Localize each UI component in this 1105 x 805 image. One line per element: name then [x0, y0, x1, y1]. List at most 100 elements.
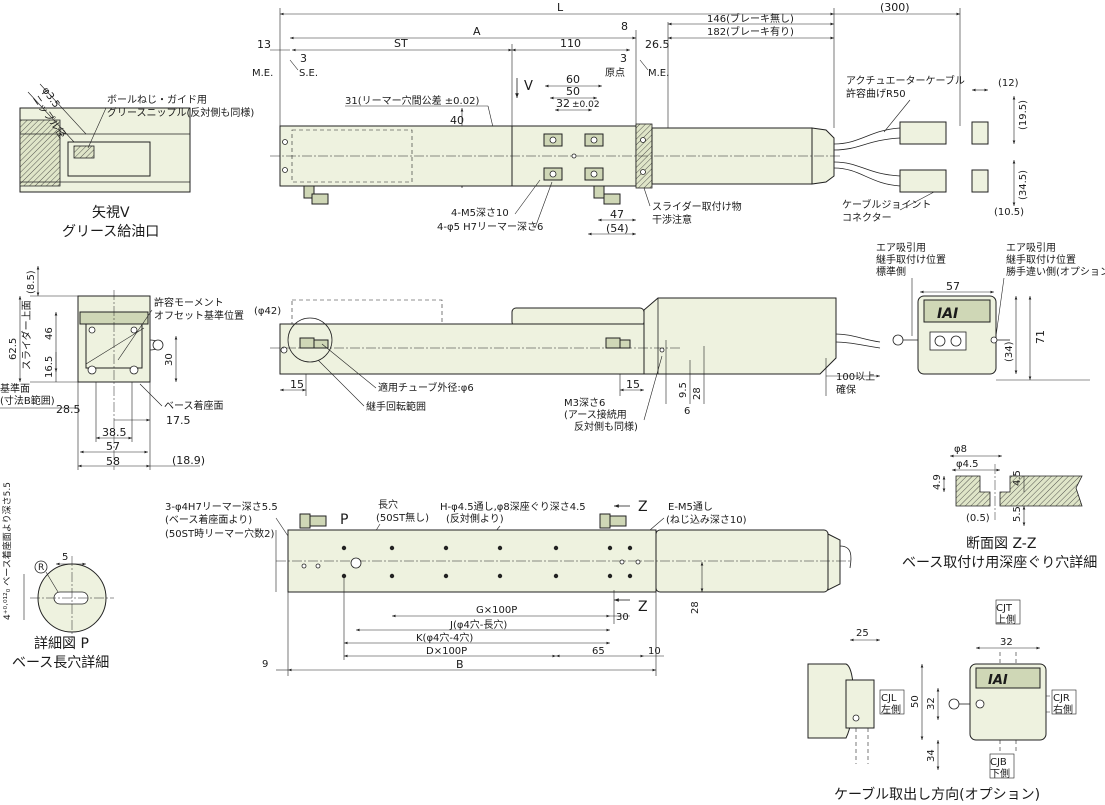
label-cjb: CJB — [990, 757, 1007, 768]
end-view: (8.5) 62.5 スライダー上面 46 16.5 基準面 (寸法B範囲) 2… — [0, 266, 244, 470]
note-slot-2: (50ST無し) — [376, 511, 429, 524]
note-100-2: 確保 — [836, 383, 856, 396]
detail-p-title-1: 詳細図 P — [34, 636, 89, 652]
dim-air-34: (34) — [1004, 341, 1015, 362]
note-tube: 適用チューブ外径:φ6 — [378, 381, 474, 394]
dim-57: 57 — [106, 440, 120, 453]
air-suction-view: エア吸引用 継手取付け位置 標準側 エア吸引用 継手取付け位置 勝手違い側(オプ… — [876, 242, 1105, 381]
label-cjl: CJL — [881, 693, 897, 704]
dim-slider-top: スライダー上面 — [20, 300, 33, 370]
side-view: (φ42) 15 15 適用チューブ外径:φ6 継手回転範囲 M3深さ6 (アー… — [254, 297, 881, 433]
dim-z-phi8: φ8 — [954, 444, 967, 455]
note-cable-1: アクチュエーターケーブル — [846, 74, 965, 87]
label-me-right: M.E. — [648, 68, 669, 79]
dim-46: 46 — [44, 327, 55, 340]
dim-8: 8 — [621, 20, 628, 33]
dim-15-right: 15 — [626, 378, 640, 391]
note-joint-range: 継手回転範囲 — [366, 400, 426, 413]
note-base-seat: ベース着座面 — [164, 399, 224, 412]
note-air-opt-3: 勝手違い側(オプション) — [1006, 265, 1105, 278]
dim-26-5: 26.5 — [645, 38, 670, 51]
top-view: L (300) A 8 146(ブレーキ無し) 182(ブレーキ有り) ST 1… — [252, 1, 1029, 236]
dim-30: 30 — [164, 353, 175, 366]
dim-15-left: 15 — [290, 378, 304, 391]
label-r: R — [38, 563, 44, 573]
side-base-body — [279, 323, 645, 375]
note-nipple-1: ボールねじ・ガイド用 — [107, 94, 207, 106]
note-100-1: 100以上 — [836, 371, 875, 383]
label-me-left: M.E. — [252, 68, 273, 79]
note-m3-1: M3深さ6 — [564, 397, 605, 409]
cable-exit-title: ケーブル取出し方向(オプション) — [834, 786, 1040, 803]
dim-9-5: 9.5 — [678, 382, 689, 398]
dim-z-4-5: 4.5 — [1012, 470, 1023, 486]
dim-54: (54) — [606, 222, 629, 235]
dim-d: D×100P — [426, 646, 467, 657]
svg-text:IAI: IAI — [988, 673, 1008, 688]
label-cjt-side: 上側 — [996, 613, 1016, 626]
dim-300: (300) — [880, 1, 910, 14]
note-h-2: (反対側より) — [446, 512, 504, 525]
dim-65: 65 — [592, 646, 605, 657]
view-v-title-1: 矢視V — [92, 205, 130, 221]
dim-brake-none: 146(ブレーキ無し) — [707, 12, 794, 25]
dim-40: 40 — [450, 114, 464, 127]
label-cjb-side: 下側 — [990, 767, 1010, 780]
label-cjl-side: 左側 — [881, 703, 901, 716]
note-m5: 4-M5深さ10 — [451, 207, 509, 219]
dim-brake-with: 182(ブレーキ有り) — [707, 25, 794, 38]
section-z-title-1: 断面図 Z-Z — [966, 536, 1036, 552]
dim-cable-34: 34 — [926, 749, 937, 762]
note-m3-3: 反対側も同様) — [574, 420, 638, 433]
dim-50: 50 — [566, 85, 580, 98]
section-z-title-2: ベース取付け用深座ぐり穴詳細 — [902, 555, 1097, 571]
dim-L: L — [557, 1, 564, 14]
dim-10: 10 — [648, 646, 661, 657]
note-e-2: (ねじ込み深さ10) — [666, 514, 747, 526]
dim-z-5-5: 5.5 — [1012, 506, 1023, 522]
view-v-title-2: グリース給油口 — [62, 224, 159, 240]
dim-34-5: (34.5) — [1018, 170, 1029, 200]
note-base-1: 基準面 — [0, 382, 30, 395]
note-reamer-31: 31(リーマー穴間公差 ±0.02) — [345, 94, 479, 107]
dim-j: J(φ4穴-長穴) — [449, 618, 507, 631]
dim-38-5: 38.5 — [102, 426, 127, 439]
note-air-opt-2: 継手取付け位置 — [1006, 253, 1076, 266]
section-marker-z-bottom: Z — [638, 599, 648, 615]
dim-ST: ST — [394, 37, 408, 50]
label-origin: 原点 — [605, 67, 625, 79]
detail-p: 4⁺⁰·⁰¹²₀ ベース着座面より深さ5.5 5 R 詳細図 P ベース長穴詳細 — [1, 482, 114, 671]
dim-air-71: 71 — [1034, 330, 1047, 344]
dim-47: 47 — [610, 208, 624, 221]
view-v-marker: V — [524, 79, 533, 94]
note-joint-1: ケーブルジョイント — [842, 198, 931, 211]
dim-6: 6 — [684, 406, 690, 417]
note-base-2: (寸法B範囲) — [0, 394, 55, 407]
note-e-1: E-M5通し — [668, 501, 713, 513]
dim-32-tol: ±0.02 — [572, 100, 600, 110]
label-cjr: CJR — [1053, 693, 1070, 704]
section-marker-z-top: Z — [638, 499, 648, 515]
dim-3-right: 3 — [620, 52, 627, 65]
note-reamer-bottom-2: (ベース着座面より) — [165, 513, 252, 526]
note-reamer-bottom-1: 3-φ4H7リーマー深さ5.5 — [165, 501, 278, 513]
detail-marker-p: P — [340, 512, 348, 528]
note-moment-2: オフセット基準位置 — [154, 309, 244, 322]
label-cjr-side: 右側 — [1053, 703, 1073, 716]
dim-28-5: 28.5 — [56, 403, 81, 416]
note-slider-2: 干渉注意 — [652, 213, 692, 226]
label-cjt: CJT — [996, 603, 1013, 614]
note-nipple-2: グリースニップル(反対側も同様) — [107, 106, 254, 119]
view-v: φ3.5 ニップル径 ボールねじ・ガイド用 グリースニップル(反対側も同様) 矢… — [19, 83, 254, 240]
section-zz: φ8 φ4.5 4.9 4.5 5.5 (0.5) 断面図 Z-Z ベース取付け… — [902, 444, 1097, 571]
note-air-std-1: エア吸引用 — [876, 242, 926, 254]
note-reamer-bottom-3: (50ST時リーマー穴数2) — [165, 527, 274, 540]
dim-3-left: 3 — [300, 52, 307, 65]
dim-phi-42: (φ42) — [254, 306, 281, 317]
dim-18-9: (18.9) — [172, 454, 205, 467]
note-slot-1: 長穴 — [378, 498, 398, 511]
dim-62-5: 62.5 — [8, 338, 19, 360]
side-motor — [643, 297, 837, 375]
